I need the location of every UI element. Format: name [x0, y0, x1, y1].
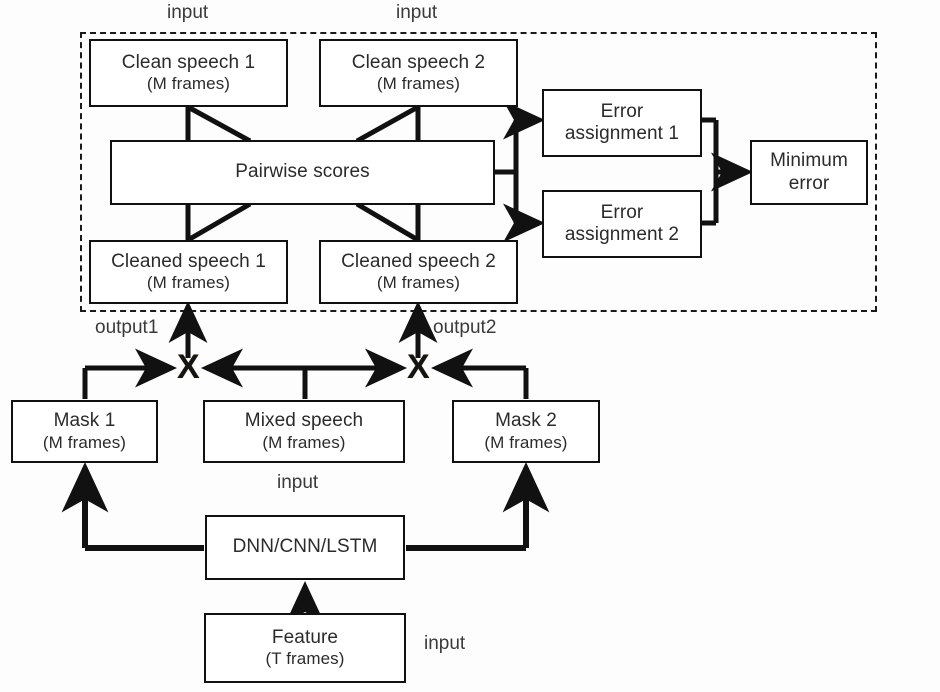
node-error-assignment-2[interactable]: Error assignment 2: [542, 190, 702, 258]
node-clean-speech-2[interactable]: Clean speech 2 (M frames): [319, 39, 518, 107]
node-label-line1: Minimum: [770, 150, 848, 172]
node-label-line1: Clean speech 2: [351, 51, 486, 73]
node-label-line1: Pairwise scores: [235, 161, 370, 183]
node-dnn-cnn-lstm[interactable]: DNN/CNN/LSTM: [205, 515, 405, 580]
annotation-output1: output1: [95, 317, 159, 338]
node-label-line2: (M frames): [146, 74, 231, 94]
node-minimum-error[interactable]: Minimum error: [750, 140, 868, 205]
node-label-line1: Feature: [271, 626, 339, 648]
node-label-line2: (T frames): [265, 649, 345, 669]
node-cleaned-speech-2[interactable]: Cleaned speech 2 (M frames): [319, 240, 518, 304]
node-pairwise-scores[interactable]: Pairwise scores: [110, 140, 495, 205]
node-label-line2: (M frames): [484, 432, 568, 452]
node-label-line1: Error: [600, 201, 644, 223]
node-label-line1: DNN/CNN/LSTM: [232, 536, 378, 558]
annotation-input-mixed-speech: input: [277, 472, 319, 493]
node-label-line2: assignment 1: [564, 123, 680, 144]
node-label-line1: Mixed speech: [244, 410, 364, 432]
node-label-line1: Clean speech 1: [121, 51, 256, 73]
node-mask-2[interactable]: Mask 2 (M frames): [452, 400, 600, 463]
node-label-line1: Cleaned speech 2: [341, 250, 496, 272]
node-label-line2: (M frames): [146, 273, 231, 293]
pit-loss-dashed-region: [80, 32, 877, 312]
annotation-input-feature: input: [424, 633, 466, 654]
annotation-output2: output2: [433, 317, 497, 338]
node-label-line2: (M frames): [262, 432, 346, 452]
node-label-line1: Mask 1: [53, 410, 116, 432]
node-label-line1: Mask 2: [495, 410, 557, 432]
node-mask-1[interactable]: Mask 1 (M frames): [11, 400, 158, 463]
node-clean-speech-1[interactable]: Clean speech 1 (M frames): [89, 39, 288, 107]
node-mixed-speech[interactable]: Mixed speech (M frames): [203, 400, 405, 463]
node-feature[interactable]: Feature (T frames): [204, 613, 406, 683]
node-label-line2: error: [788, 172, 830, 194]
annotation-input-clean-speech-1: input: [167, 2, 209, 23]
annotation-input-clean-speech-2: input: [396, 2, 438, 23]
node-label-line2: (M frames): [42, 432, 127, 452]
multiply-icon-2: X: [407, 348, 430, 386]
node-label-line1: Error: [600, 100, 644, 122]
multiply-icon-1: X: [177, 348, 200, 386]
node-cleaned-speech-1[interactable]: Cleaned speech 1 (M frames): [89, 240, 288, 304]
node-label-line1: Cleaned speech 1: [111, 250, 266, 272]
node-label-line2: (M frames): [376, 273, 461, 293]
node-label-line2: assignment 2: [564, 224, 680, 245]
node-label-line2: (M frames): [376, 74, 461, 94]
node-error-assignment-1[interactable]: Error assignment 1: [542, 89, 702, 157]
